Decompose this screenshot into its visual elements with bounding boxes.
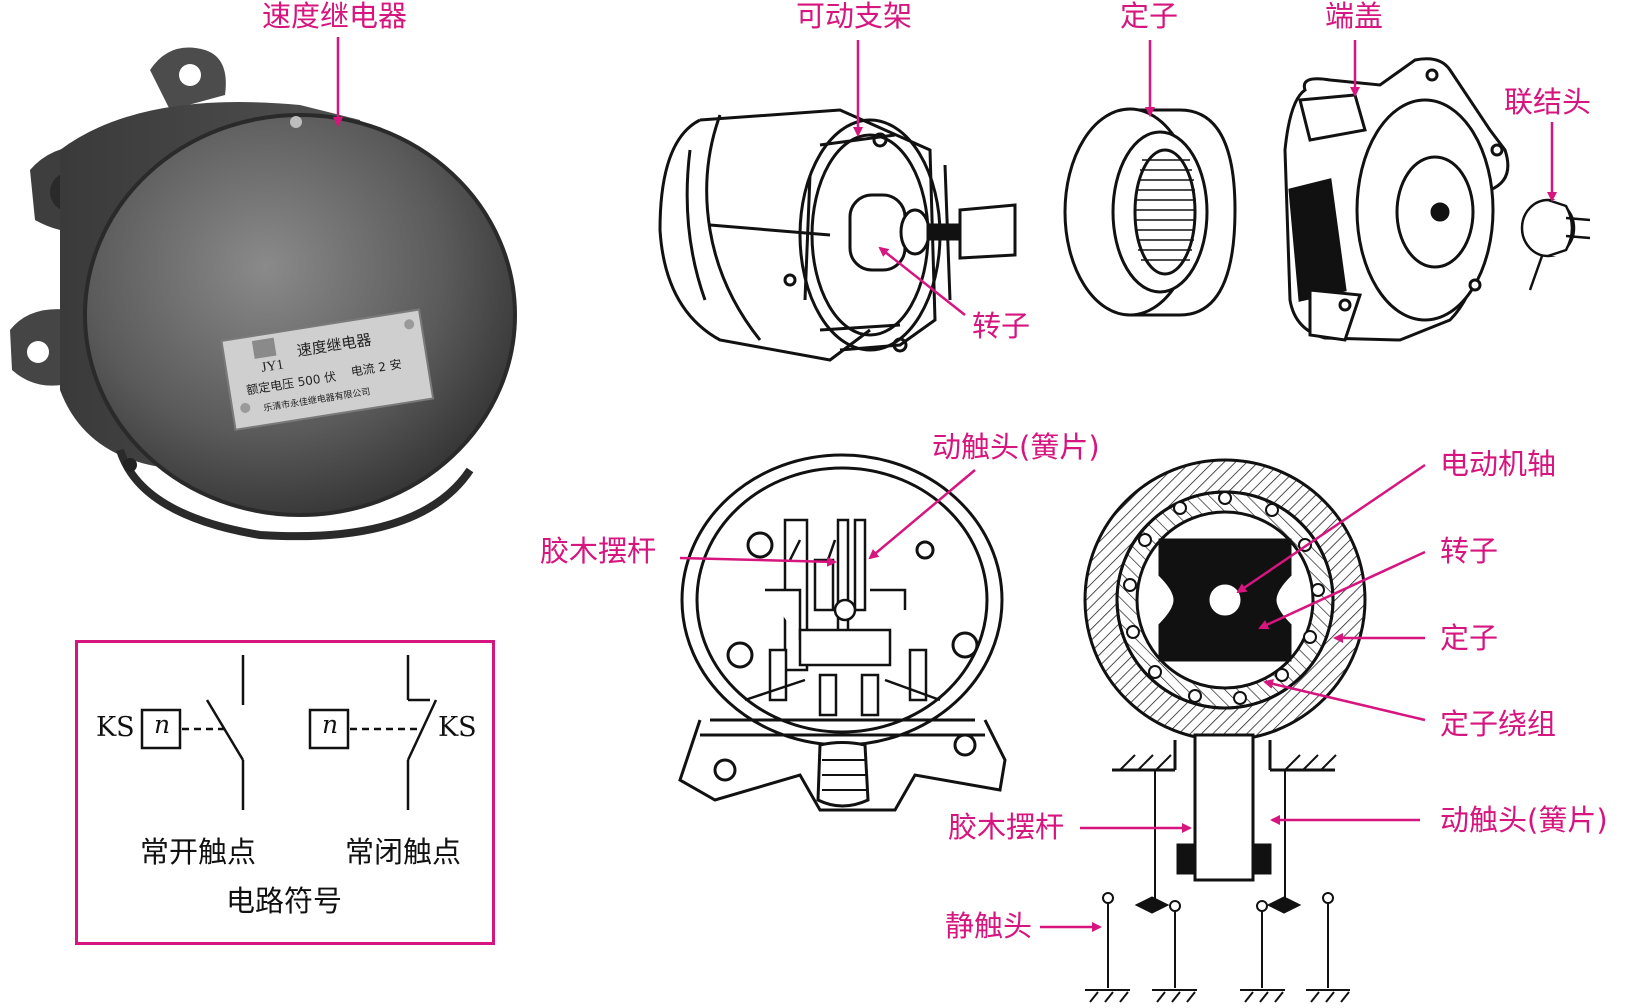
label-static-contact: 静触头 bbox=[945, 909, 1033, 943]
symbol-n-left: n bbox=[154, 710, 171, 739]
label-stator-winding: 定子绕组 bbox=[1440, 707, 1557, 741]
arrow-moving-contact-top bbox=[868, 469, 976, 560]
label-end-cover: 端盖 bbox=[1325, 0, 1384, 33]
label-stator-top: 定子 bbox=[1120, 0, 1179, 33]
arrow-bakelite-lever-left bbox=[679, 556, 837, 567]
circuit-symbols bbox=[140, 655, 438, 810]
arrow-stator-winding bbox=[1263, 678, 1426, 722]
label-stator-right: 定子 bbox=[1440, 621, 1499, 655]
label-normally-closed: 常闭触点 bbox=[345, 835, 462, 869]
label-coupling-head: 联结头 bbox=[1504, 85, 1592, 119]
label-moving-contact-top: 动触头(簧片) bbox=[932, 430, 1100, 464]
arrow-rotor-right bbox=[1258, 550, 1426, 630]
label-movable-bracket: 可动支架 bbox=[796, 0, 913, 33]
circuit-symbol-box bbox=[75, 640, 495, 945]
label-bakelite-lever-bottom: 胶木摆杆 bbox=[948, 810, 1065, 844]
arrow-motor-shaft bbox=[1236, 463, 1426, 594]
label-speed-relay: 速度继电器 bbox=[262, 0, 408, 33]
speed-relay-photo: JY1 速度继电器 额定电压 500 伏 电流 2 安 乐清市永佳继电器有限公司 bbox=[10, 47, 517, 541]
contact-assembly-drawing bbox=[678, 453, 1007, 812]
coupling-head-drawing bbox=[1520, 198, 1591, 291]
stator-ring-drawing bbox=[1063, 107, 1237, 317]
label-normally-open: 常开触点 bbox=[140, 835, 257, 869]
arrow-rotor-top bbox=[878, 246, 966, 316]
label-moving-contact-bottom: 动触头(簧片) bbox=[1440, 803, 1608, 837]
symbol-ks-left: KS bbox=[96, 712, 135, 743]
bracket-rotor-drawing bbox=[658, 108, 1017, 362]
symbol-n-right: n bbox=[322, 710, 339, 739]
label-motor-shaft: 电动机轴 bbox=[1440, 447, 1557, 481]
label-rotor-top: 转子 bbox=[972, 309, 1031, 343]
nameplate-model: JY1 bbox=[260, 358, 285, 376]
symbol-ks-right: KS bbox=[438, 712, 477, 743]
label-bakelite-lever-left: 胶木摆杆 bbox=[540, 534, 657, 568]
cross-section-drawing bbox=[1083, 458, 1367, 1003]
label-rotor-right: 转子 bbox=[1440, 534, 1499, 568]
end-cover-drawing bbox=[1283, 57, 1510, 342]
label-circuit-symbol: 电路符号 bbox=[226, 884, 343, 918]
